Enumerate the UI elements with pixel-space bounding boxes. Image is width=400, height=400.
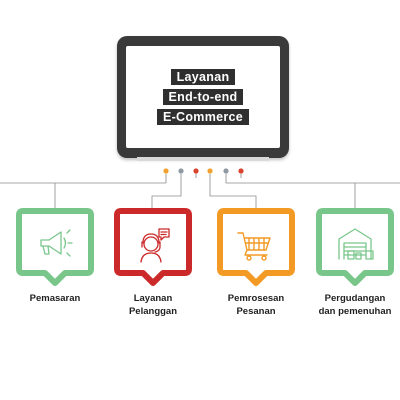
title-line-2: End-to-end: [162, 89, 244, 105]
service-card-customer-service: [113, 207, 193, 291]
service-label-warehousing: Pergudangan dan pemenuhan: [318, 293, 392, 317]
service-card-marketing: [15, 207, 95, 291]
connector-dot: [207, 168, 213, 174]
shopping-cart-icon: [237, 232, 271, 261]
service-card-warehousing: [315, 207, 395, 291]
monitor-frame: Layanan End-to-end E-Commerce: [117, 36, 289, 158]
connector-dot: [238, 168, 244, 174]
service-label-order-processing: Pemrosesan Pesanan: [227, 293, 285, 317]
service-card-order-processing: [216, 207, 296, 291]
connector-dot: [163, 168, 169, 174]
service-label-customer-service: Layanan Pelanggan: [128, 293, 178, 317]
title-line-1: Layanan: [170, 69, 236, 85]
connector-dot: [178, 168, 184, 174]
connector-dot: [193, 168, 199, 174]
connector-dot: [223, 168, 229, 174]
megaphone-icon: [40, 229, 73, 257]
monitor-screen: Layanan End-to-end E-Commerce: [126, 46, 280, 148]
monitor-stand: [137, 157, 269, 161]
customer-service-icon: [140, 228, 170, 263]
title-line-3: E-Commerce: [156, 109, 250, 125]
service-label-marketing: Pemasaran: [29, 293, 81, 304]
warehouse-icon: [338, 228, 374, 260]
